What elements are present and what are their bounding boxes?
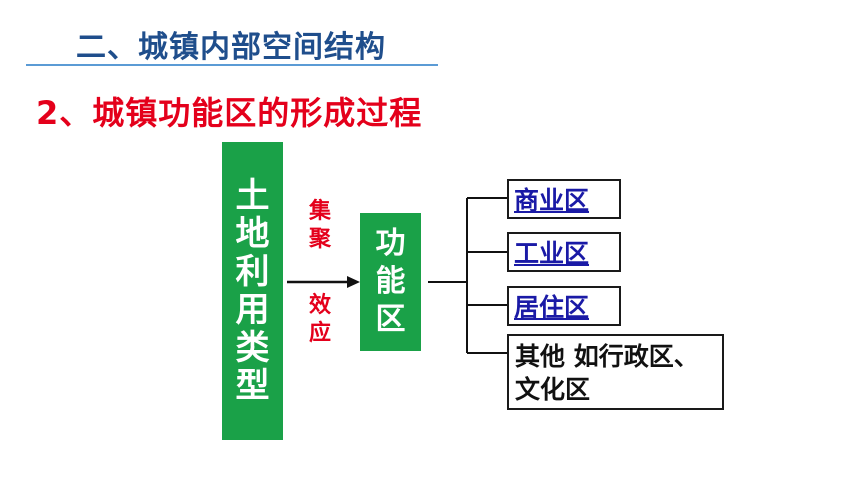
functional-zone-char: 能: [375, 264, 406, 299]
other-zone-box: 其他 如行政区、文化区: [507, 334, 724, 410]
right-arrow-icon: [287, 276, 360, 288]
effect-char: 应: [308, 321, 331, 346]
land-use-type-box: 土 地 利 用 类 型: [222, 142, 283, 440]
agglomeration-label: 集 聚: [305, 198, 335, 254]
functional-zone-char: 区: [375, 302, 406, 337]
residential-zone-link[interactable]: 居住区: [507, 286, 621, 326]
land-use-char: 型: [235, 366, 270, 406]
agglomeration-char: 集: [308, 199, 331, 224]
commercial-zone-link[interactable]: 商业区: [507, 179, 621, 219]
title-divider: [26, 64, 438, 66]
effect-char: 效: [308, 293, 331, 318]
industrial-zone-link[interactable]: 工业区: [507, 232, 621, 272]
functional-zone-char: 功: [375, 226, 406, 261]
land-use-char: 土: [235, 176, 270, 216]
land-use-char: 利: [235, 252, 270, 292]
land-use-char: 地: [235, 214, 270, 254]
land-use-char: 用: [235, 290, 270, 330]
sub-title: 2、城镇功能区的形成过程: [36, 94, 423, 132]
section-title: 二、城镇内部空间结构: [76, 30, 386, 65]
agglomeration-char: 聚: [308, 227, 331, 252]
functional-zone-box: 功 能 区: [360, 213, 421, 351]
effect-label: 效 应: [305, 292, 335, 348]
land-use-char: 类: [235, 328, 270, 368]
